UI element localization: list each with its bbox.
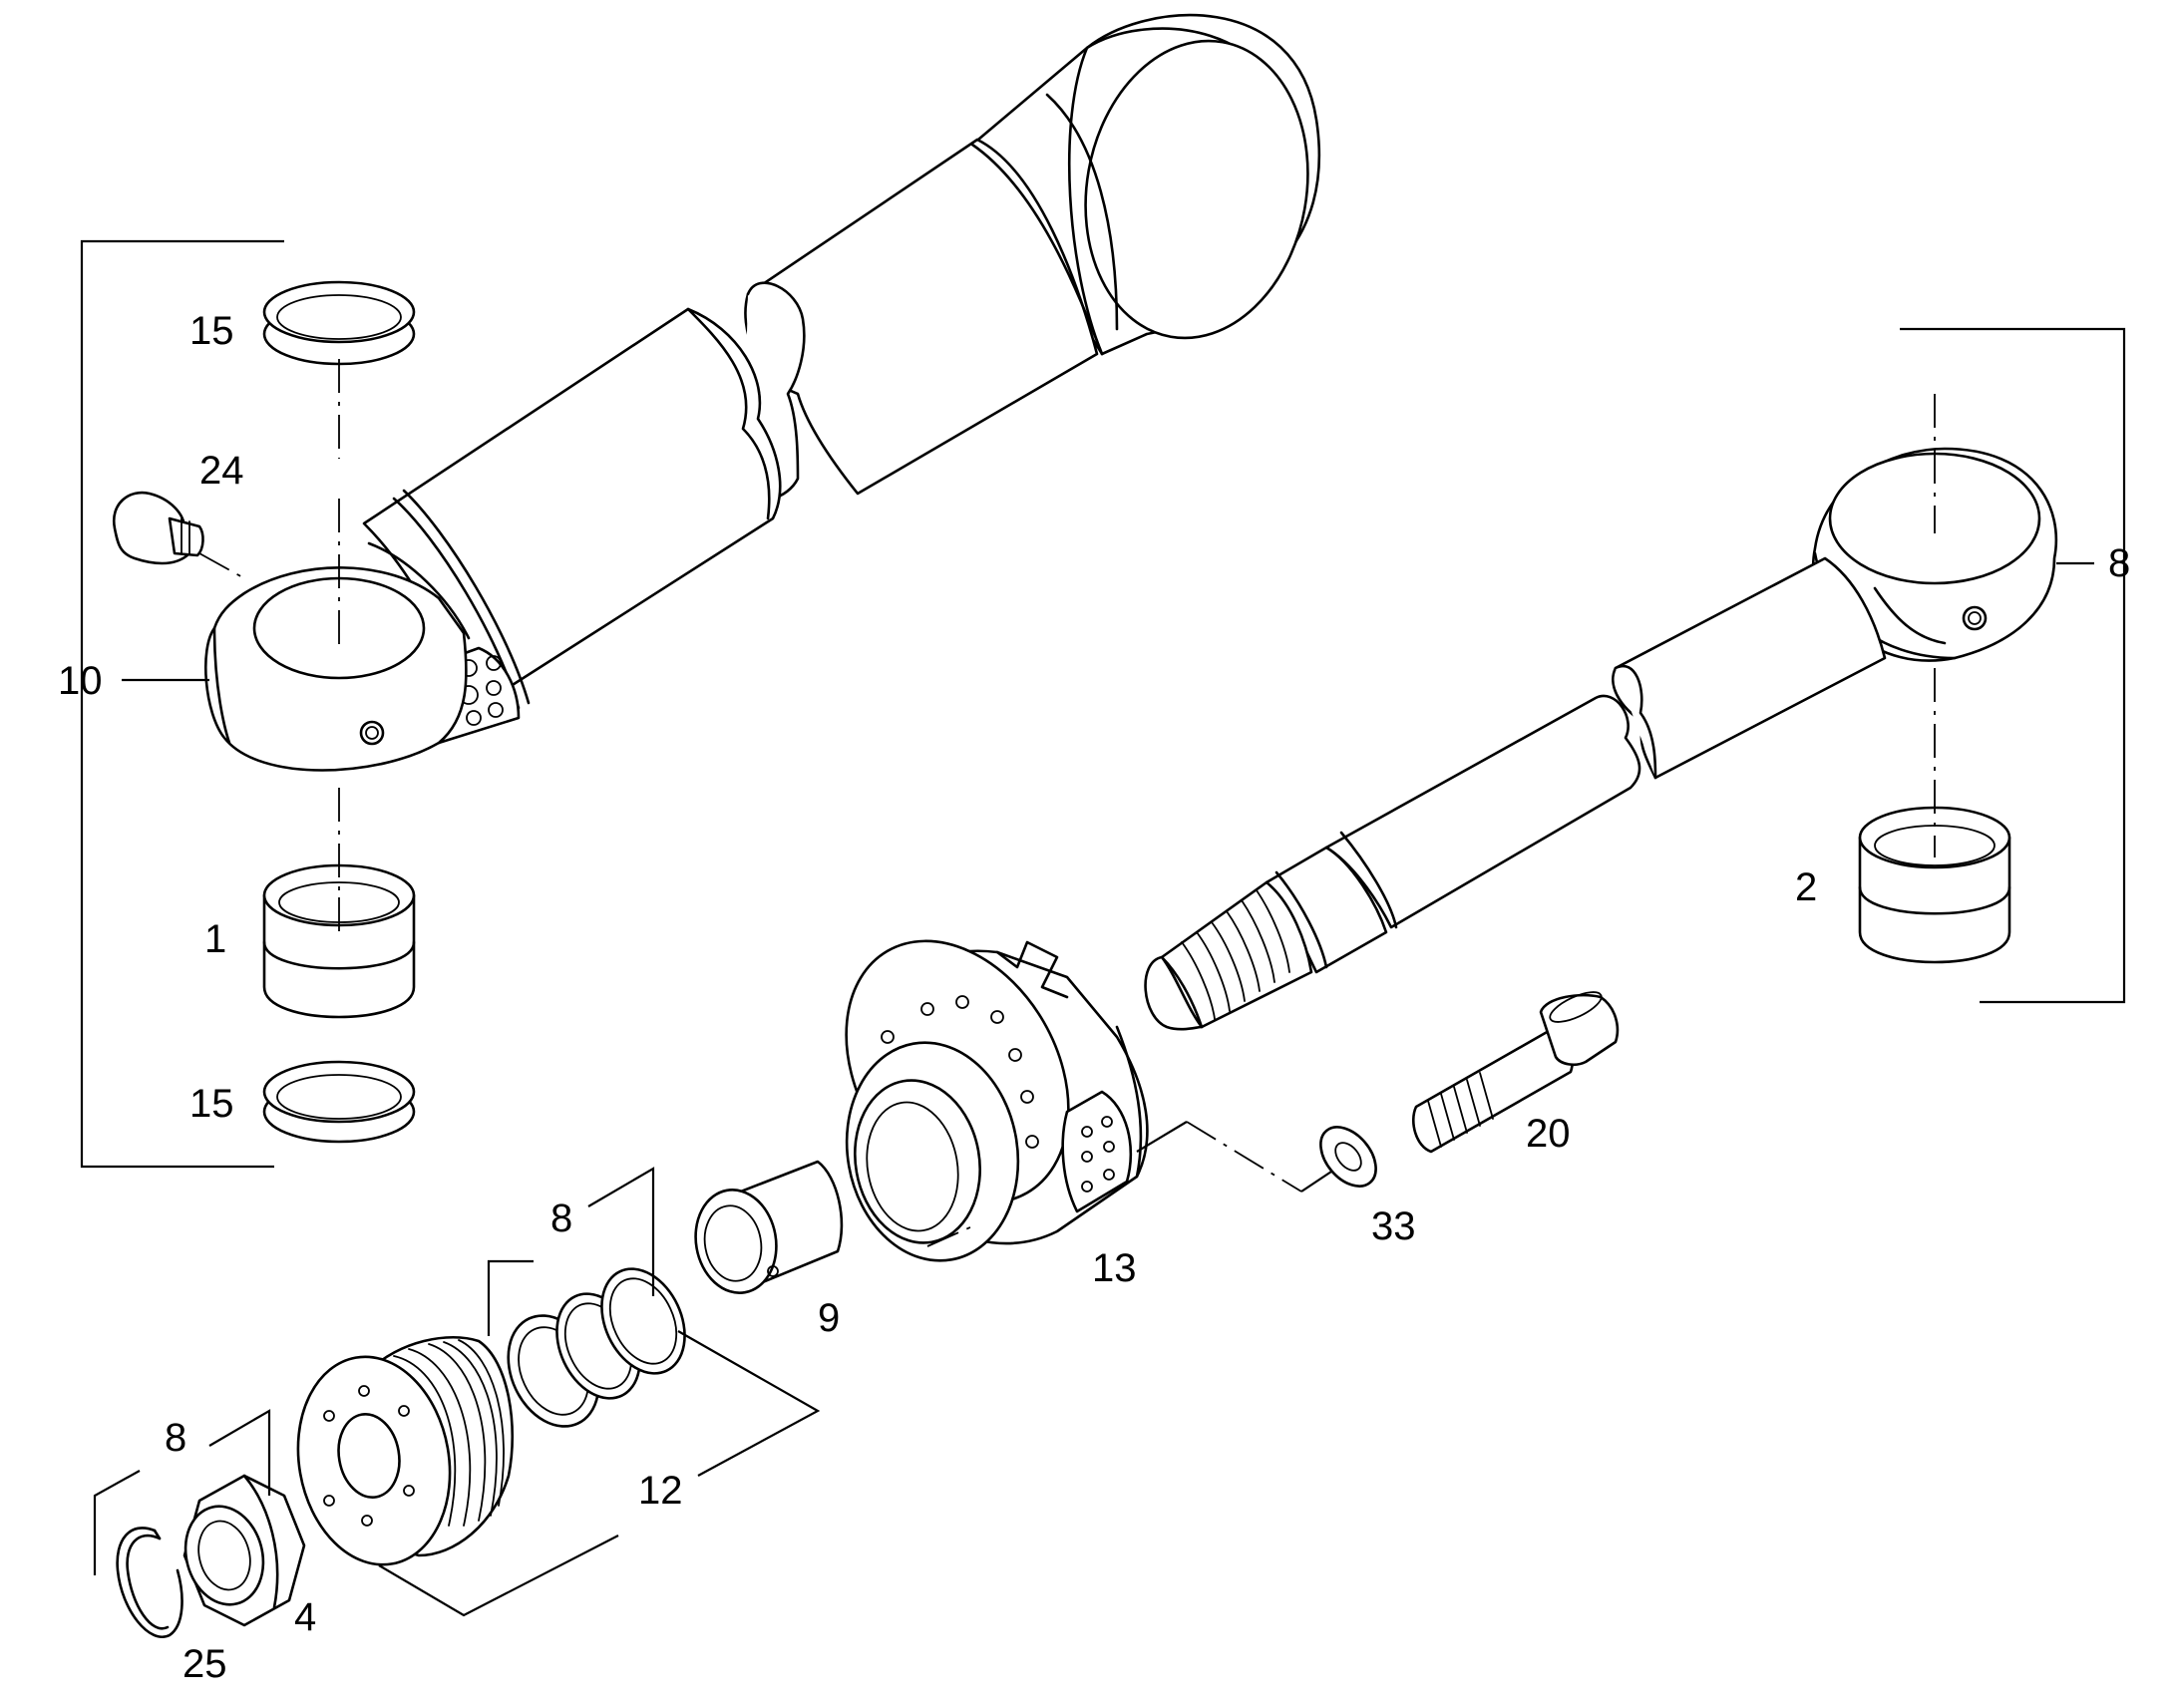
label-8-left: 8 bbox=[165, 1416, 186, 1460]
label-10: 10 bbox=[58, 659, 103, 703]
center-lines bbox=[198, 359, 1936, 1247]
socket-screw-20 bbox=[1411, 991, 1620, 1154]
seal-rings-12 bbox=[507, 1267, 686, 1428]
piston bbox=[296, 1335, 515, 1566]
circlip-25 bbox=[116, 1527, 183, 1638]
label-12: 12 bbox=[638, 1469, 683, 1513]
cylinder-head-13 bbox=[845, 939, 1149, 1262]
hex-nut-4 bbox=[182, 1474, 306, 1627]
label-15-top: 15 bbox=[189, 309, 234, 353]
cylinder-barrel bbox=[204, 13, 1321, 772]
label-8-mid: 8 bbox=[550, 1196, 572, 1240]
piston-rod bbox=[1144, 447, 2058, 1031]
washer-33 bbox=[1319, 1126, 1377, 1188]
seal-ring-15-bottom bbox=[262, 1060, 416, 1144]
label-33: 33 bbox=[1371, 1204, 1416, 1248]
seal-ring-15-top bbox=[262, 280, 416, 366]
label-20: 20 bbox=[1526, 1112, 1571, 1156]
label-2: 2 bbox=[1795, 865, 1817, 909]
label-15-bottom: 15 bbox=[189, 1082, 234, 1126]
bushing-1 bbox=[262, 863, 416, 1019]
guide-bushing-9 bbox=[694, 1160, 844, 1294]
label-4: 4 bbox=[294, 1595, 316, 1639]
callout-labels: 15 24 10 1 15 8 2 20 33 13 9 8 12 8 4 25 bbox=[58, 309, 2130, 1686]
label-8-right: 8 bbox=[2108, 541, 2130, 585]
label-1: 1 bbox=[204, 917, 226, 961]
bushing-2 bbox=[1858, 806, 2011, 964]
brackets bbox=[80, 239, 2126, 1617]
label-24: 24 bbox=[199, 449, 244, 493]
label-25: 25 bbox=[182, 1642, 227, 1686]
label-13: 13 bbox=[1092, 1246, 1137, 1290]
label-9: 9 bbox=[818, 1296, 840, 1340]
grease-nipple-24 bbox=[112, 491, 204, 565]
